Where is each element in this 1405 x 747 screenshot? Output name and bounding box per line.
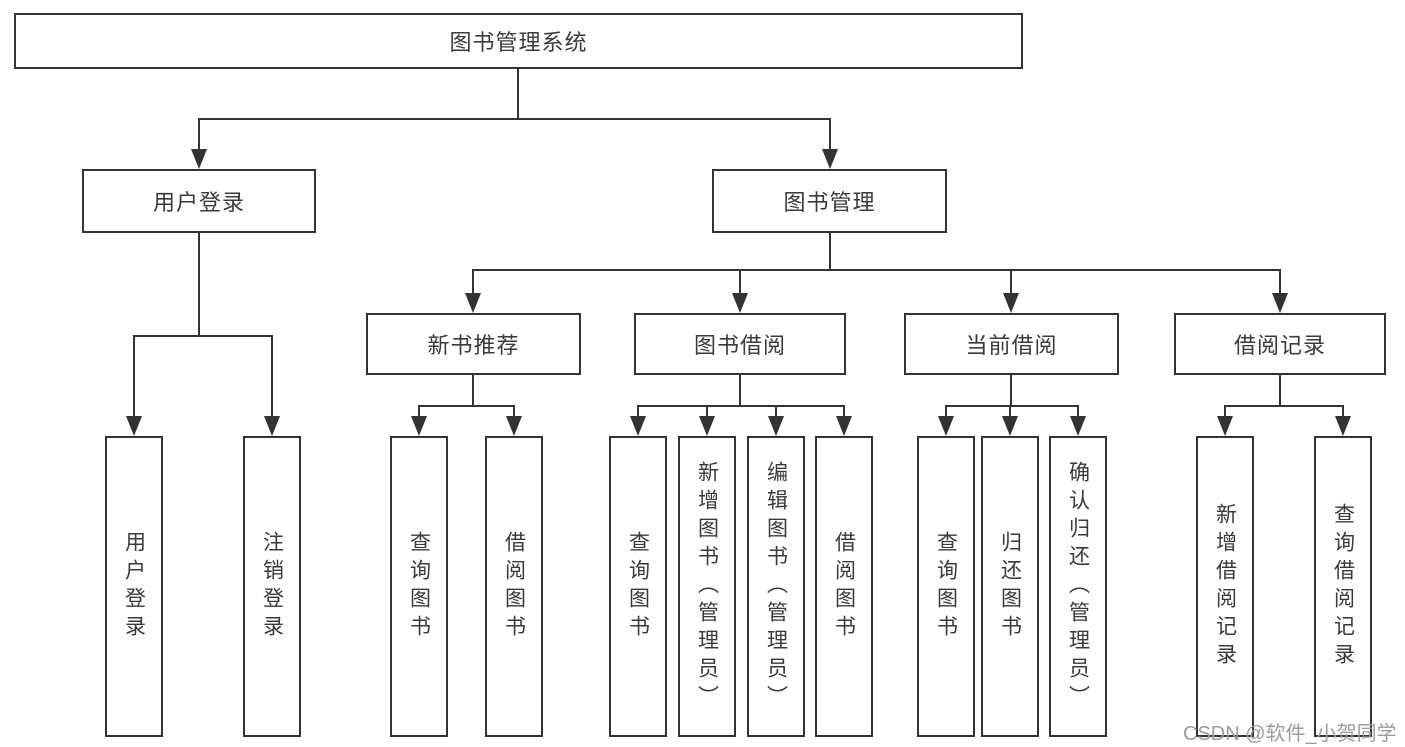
leaf-query-books-current: 查询图书 xyxy=(917,436,975,737)
arrowhead-down-icon xyxy=(1070,416,1086,436)
leaf-query-borrow-record-label: 查询借阅记录 xyxy=(1331,502,1355,671)
connector-shaft xyxy=(1010,269,1012,293)
arrowhead-down-icon xyxy=(938,416,954,436)
connector-shaft xyxy=(133,335,135,416)
arrowhead-down-icon xyxy=(732,293,748,313)
leaf-edit-books-admin-label: 编辑图书（管理员） xyxy=(764,460,788,713)
arrowhead-down-icon xyxy=(1217,416,1233,436)
connector-shaft xyxy=(198,118,200,149)
leaf-add-borrow-record: 新增借阅记录 xyxy=(1196,436,1254,737)
connector-vline xyxy=(1279,375,1281,407)
leaf-query-books-current-label: 查询图书 xyxy=(934,530,958,643)
arrowhead-down-icon xyxy=(630,416,646,436)
leaf-confirm-return-admin: 确认归还（管理员） xyxy=(1049,436,1107,737)
node-book-management-label: 图书管理 xyxy=(783,190,876,215)
arrowhead-down-icon xyxy=(1335,416,1351,436)
leaf-borrow-books-recommend: 借阅图书 xyxy=(485,436,543,737)
leaf-logout: 注销登录 xyxy=(243,436,301,737)
connector-shaft xyxy=(945,405,947,416)
leaf-query-books-borrowing-label: 查询图书 xyxy=(626,530,650,643)
arrowhead-down-icon xyxy=(126,416,142,436)
leaf-add-borrow-record-label: 新增借阅记录 xyxy=(1213,502,1237,671)
node-book-management: 图书管理 xyxy=(712,169,947,233)
connector-hline xyxy=(198,118,831,120)
arrowhead-down-icon xyxy=(506,416,522,436)
leaf-add-books-admin-label: 新增图书（管理员） xyxy=(695,460,719,713)
connector-shaft xyxy=(637,405,639,416)
node-user-login-label: 用户登录 xyxy=(152,190,245,215)
connector-shaft xyxy=(843,405,845,416)
connector-shaft xyxy=(1077,405,1079,416)
node-new-book-recommend: 新书推荐 xyxy=(366,313,581,375)
node-book-borrowing-label: 图书借阅 xyxy=(693,333,786,358)
connector-hline xyxy=(472,269,1281,271)
arrowhead-down-icon xyxy=(768,416,784,436)
connector-shaft xyxy=(1009,405,1011,416)
node-library-system-label: 图书管理系统 xyxy=(449,30,588,55)
arrowhead-down-icon xyxy=(1003,293,1019,313)
arrowhead-down-icon xyxy=(1002,416,1018,436)
leaf-logout-label: 注销登录 xyxy=(260,530,284,643)
connector-shaft xyxy=(418,405,420,416)
leaf-borrow-books-borrowing-label: 借阅图书 xyxy=(832,530,856,643)
csdn-watermark: CSDN @软件_小贺同学 xyxy=(1183,723,1397,745)
connector-hline xyxy=(637,405,845,407)
connector-hline xyxy=(418,405,515,407)
arrowhead-down-icon xyxy=(191,149,207,169)
arrowhead-down-icon xyxy=(411,416,427,436)
node-book-borrowing: 图书借阅 xyxy=(634,313,846,375)
arrowhead-down-icon xyxy=(836,416,852,436)
leaf-borrow-books-borrowing: 借阅图书 xyxy=(815,436,873,737)
connector-shaft xyxy=(1224,405,1226,416)
connector-hline xyxy=(945,405,1079,407)
node-current-borrowing-label: 当前借阅 xyxy=(965,333,1058,358)
arrowhead-down-icon xyxy=(699,416,715,436)
connector-vline xyxy=(517,69,519,120)
arrowhead-down-icon xyxy=(1272,293,1288,313)
connector-shaft xyxy=(706,405,708,416)
leaf-borrow-books-recommend-label: 借阅图书 xyxy=(502,530,526,643)
connector-vline xyxy=(198,233,200,337)
connector-vline xyxy=(1010,375,1012,407)
leaf-return-books: 归还图书 xyxy=(981,436,1039,737)
leaf-query-books-recommend: 查询图书 xyxy=(390,436,448,737)
leaf-user-login: 用户登录 xyxy=(105,436,163,737)
leaf-add-books-admin: 新增图书（管理员） xyxy=(678,436,736,737)
connector-shaft xyxy=(271,335,273,416)
arrowhead-down-icon xyxy=(822,149,838,169)
leaf-user-login-label: 用户登录 xyxy=(122,530,146,643)
connector-shaft xyxy=(1279,269,1281,293)
leaf-query-books-borrowing: 查询图书 xyxy=(609,436,667,737)
connector-vline xyxy=(472,375,474,407)
leaf-edit-books-admin: 编辑图书（管理员） xyxy=(747,436,805,737)
arrowhead-down-icon xyxy=(465,293,481,313)
node-new-book-recommend-label: 新书推荐 xyxy=(427,333,520,358)
leaf-return-books-label: 归还图书 xyxy=(998,530,1022,643)
node-borrowing-records: 借阅记录 xyxy=(1174,313,1386,375)
connector-shaft xyxy=(739,269,741,293)
arrowhead-down-icon xyxy=(264,416,280,436)
connector-vline xyxy=(739,375,741,407)
node-borrowing-records-label: 借阅记录 xyxy=(1233,333,1326,358)
node-user-login: 用户登录 xyxy=(82,169,316,233)
connector-hline xyxy=(1224,405,1344,407)
connector-shaft xyxy=(472,269,474,293)
leaf-confirm-return-admin-label: 确认归还（管理员） xyxy=(1066,460,1090,713)
leaf-query-books-recommend-label: 查询图书 xyxy=(407,530,431,643)
node-current-borrowing: 当前借阅 xyxy=(904,313,1119,375)
connector-vline xyxy=(829,233,831,271)
node-library-system: 图书管理系统 xyxy=(14,13,1023,69)
connector-shaft xyxy=(775,405,777,416)
connector-shaft xyxy=(829,118,831,149)
connector-shaft xyxy=(513,405,515,416)
connector-shaft xyxy=(1342,405,1344,416)
connector-hline xyxy=(133,335,273,337)
leaf-query-borrow-record: 查询借阅记录 xyxy=(1314,436,1372,737)
